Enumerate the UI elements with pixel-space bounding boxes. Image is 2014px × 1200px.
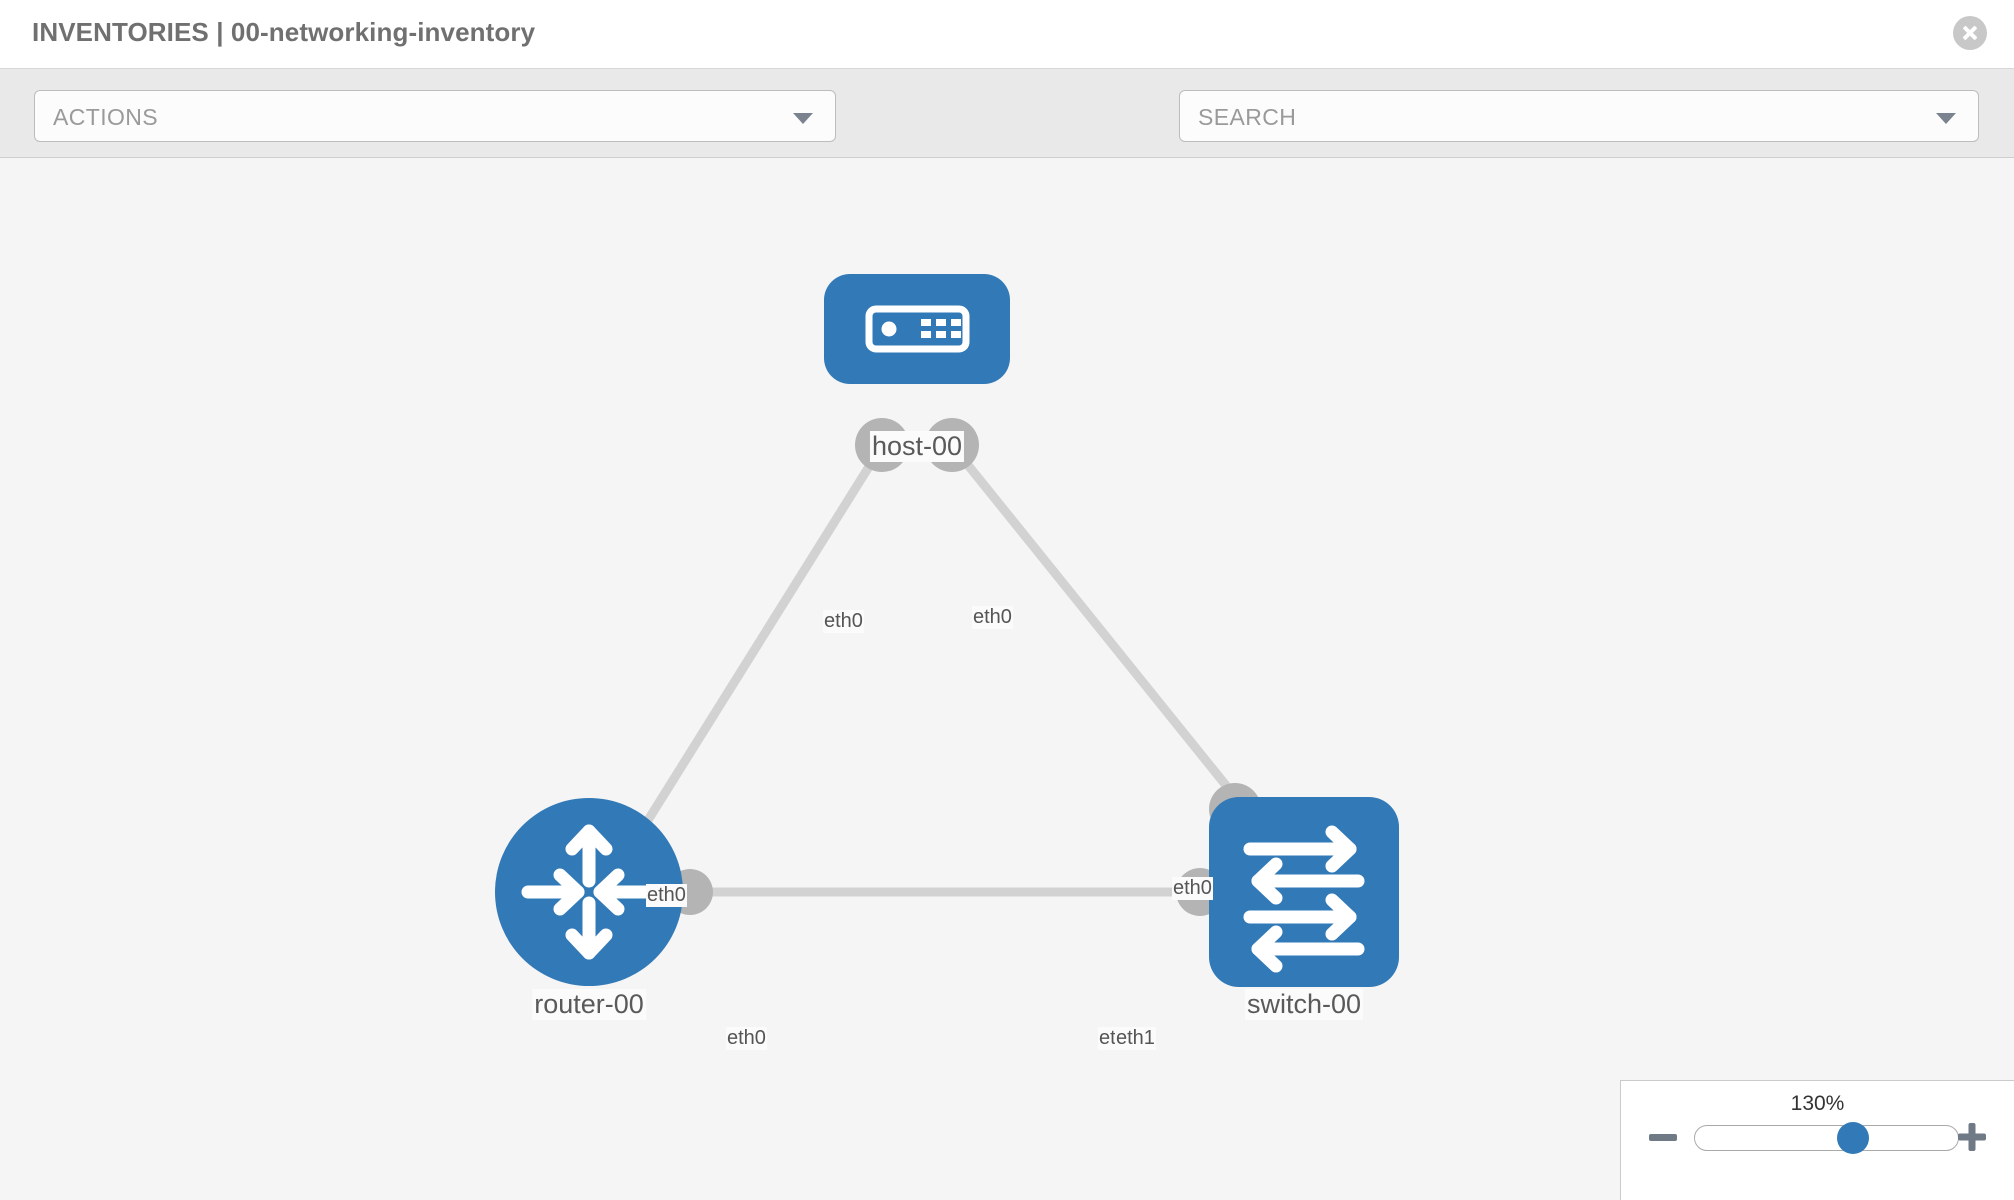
edge-label-router00-eth0-north: eth0 xyxy=(646,884,687,907)
server-icon xyxy=(865,305,970,353)
edge-label-switch00-eth0-north: eth0 xyxy=(1172,877,1213,900)
close-icon[interactable] xyxy=(1953,16,1987,50)
zoom-slider[interactable] xyxy=(1694,1122,1959,1154)
zoom-level-value: 130% xyxy=(1790,1092,1845,1115)
topology-connectors xyxy=(667,418,1261,916)
node-label-host-00: host-00 xyxy=(869,431,965,462)
edge-label-router00-eth0-east: eth0 xyxy=(726,1027,767,1050)
node-label-switch-00: switch-00 xyxy=(1244,989,1364,1020)
search-placeholder: SEARCH xyxy=(1198,104,1297,130)
zoom-in-button[interactable] xyxy=(1956,1121,1988,1153)
actions-dropdown[interactable]: ACTIONS xyxy=(34,90,836,142)
edge-label-host00-eth0-left: eth0 xyxy=(823,610,864,633)
zoom-out-button[interactable] xyxy=(1649,1134,1677,1141)
node-label-router-00: router-00 xyxy=(532,989,646,1020)
page-header: INVENTORIES | 00-networking-inventory xyxy=(0,0,2014,69)
switch-arrows-icon xyxy=(1243,825,1365,973)
zoom-slider-thumb[interactable] xyxy=(1836,1122,1869,1154)
topology-graph xyxy=(495,274,1399,987)
zoom-control-panel: 130% xyxy=(1620,1080,2014,1200)
edge-label-switch00-eth1: eth1 xyxy=(1115,1027,1156,1050)
chevron-down-icon[interactable] xyxy=(1936,113,1956,124)
node-host-00 xyxy=(824,274,1010,384)
node-router-00 xyxy=(495,798,683,986)
router-arrows-icon xyxy=(521,824,657,960)
topology-canvas[interactable]: host-00 router-00 switch-00 eth0 eth0 et… xyxy=(0,159,2014,1200)
topology-links xyxy=(626,446,1249,897)
search-input[interactable]: SEARCH xyxy=(1179,90,1979,142)
link-host00-router00 xyxy=(626,446,884,852)
edge-label-host00-eth0-right: eth0 xyxy=(972,606,1013,629)
toolbar: ACTIONS SEARCH xyxy=(0,69,2014,203)
page-title: INVENTORIES | 00-networking-inventory xyxy=(32,17,536,47)
node-switch-00 xyxy=(1209,797,1399,987)
chevron-down-icon xyxy=(793,113,813,124)
actions-dropdown-label: ACTIONS xyxy=(53,104,159,130)
link-host00-switch00 xyxy=(951,446,1249,812)
